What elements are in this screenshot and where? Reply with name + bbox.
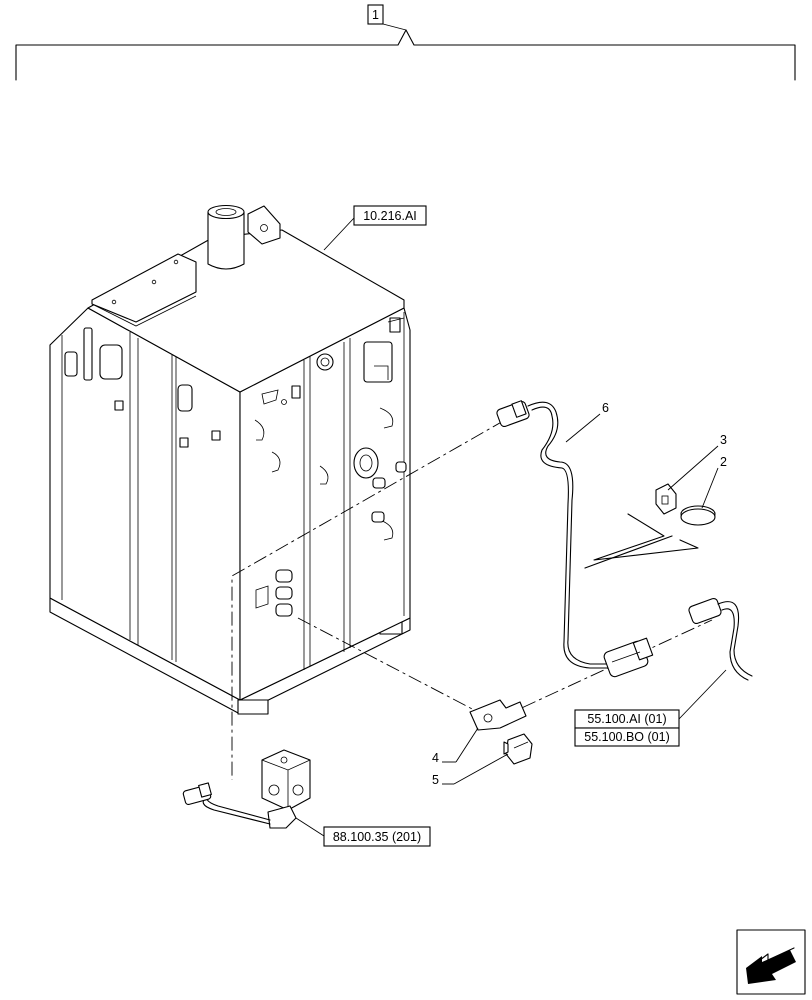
hydraulic-tank bbox=[49, 204, 411, 715]
harness-reference-a: 55.100.AI (01) bbox=[587, 712, 666, 726]
harness-reference: 55.100.AI (01) 55.100.BO (01) bbox=[574, 669, 727, 747]
assembly-bracket: 1 bbox=[15, 4, 796, 81]
callout-3-number: 3 bbox=[720, 433, 727, 447]
tank-reference-label: 10.216.AI bbox=[363, 209, 417, 223]
valve-reference-label: 88.100.35 (201) bbox=[333, 830, 421, 844]
clip-parts: 3 2 bbox=[584, 433, 727, 569]
assembly-lines bbox=[231, 419, 713, 780]
harness-reference-b: 55.100.BO (01) bbox=[584, 730, 669, 744]
wire-harness bbox=[496, 400, 654, 678]
callout-item-6: 6 bbox=[565, 401, 609, 443]
tank-reference: 10.216.AI bbox=[323, 205, 427, 251]
sensor-connector bbox=[688, 597, 753, 681]
arrow-next-page-icon[interactable] bbox=[736, 929, 806, 995]
assembly-number: 1 bbox=[372, 8, 379, 22]
bracket-and-bolt: 4 5 bbox=[432, 699, 533, 787]
callout-2-number: 2 bbox=[720, 455, 727, 469]
callout-6-number: 6 bbox=[602, 401, 609, 415]
callout-5-number: 5 bbox=[432, 773, 439, 787]
callout-4-number: 4 bbox=[432, 751, 439, 765]
valve-block bbox=[182, 749, 311, 829]
valve-reference: 88.100.35 (201) bbox=[295, 817, 431, 847]
